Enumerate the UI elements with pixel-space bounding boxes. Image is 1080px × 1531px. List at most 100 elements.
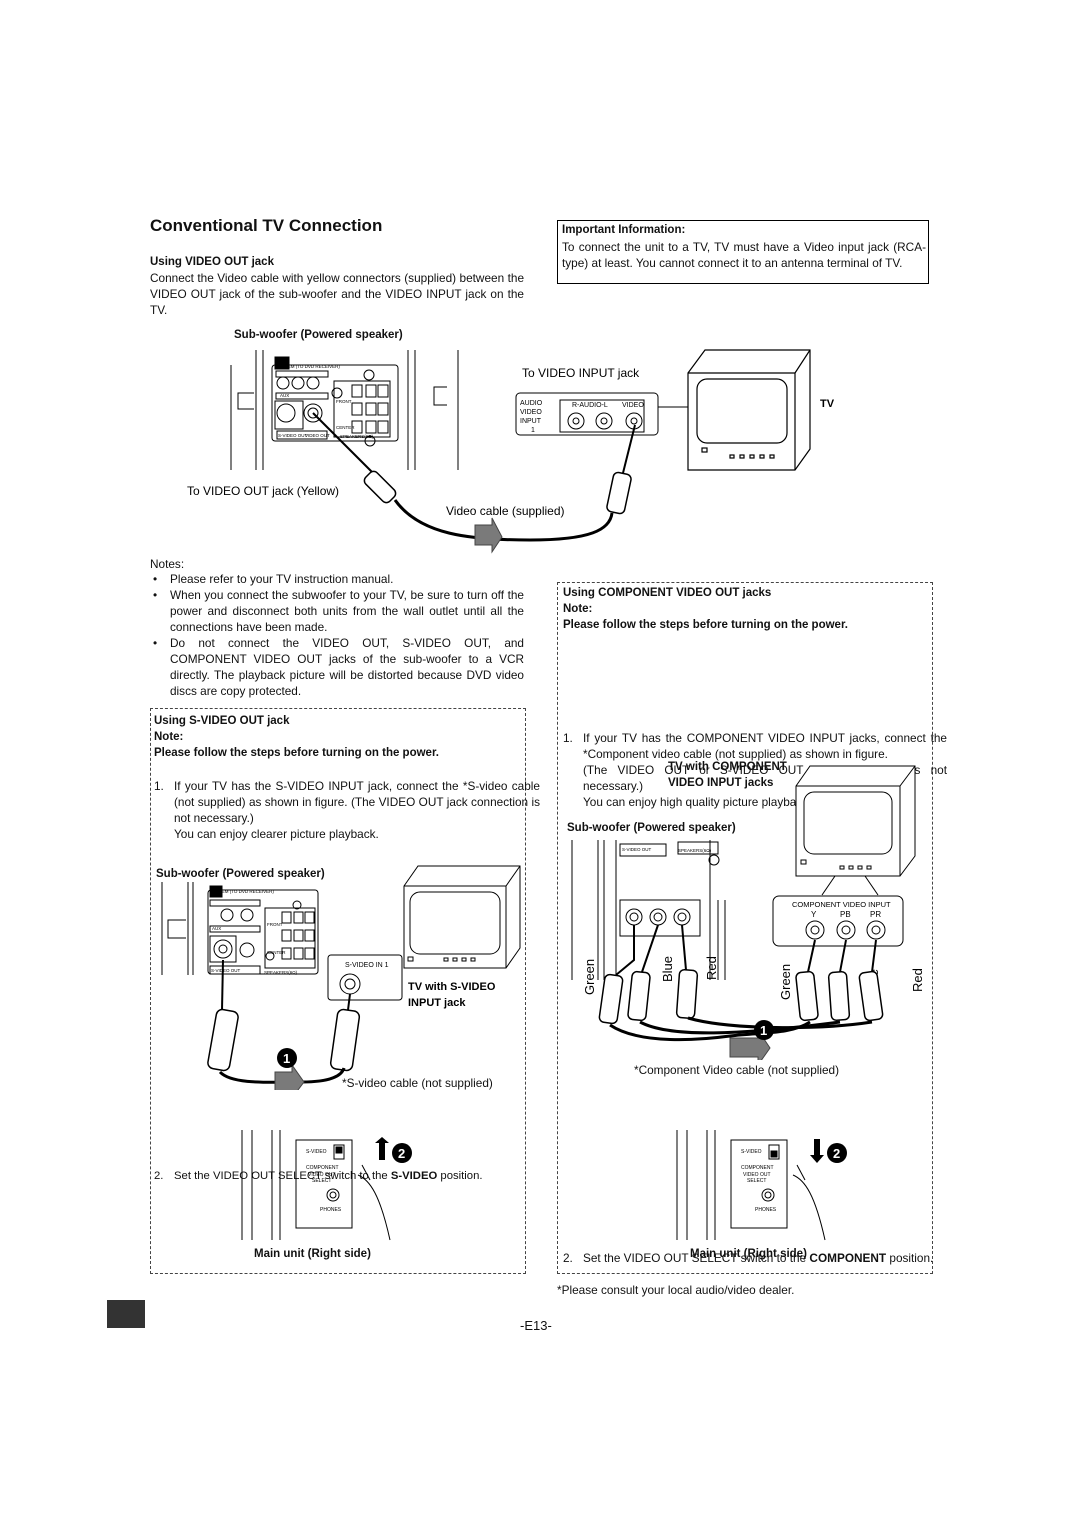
sw-aux-label: AUX (280, 393, 289, 398)
component-subwoofer-label: Sub-woofer (Powered speaker) (567, 822, 736, 834)
svideo-step2: 2. Set the VIDEO OUT SELECT switch to th… (154, 1168, 540, 1184)
comp-sw-speakers: SPEAKERS(6Ω) (678, 848, 712, 853)
svideo-step1-num: 1. (154, 779, 164, 793)
panel-raudio: R-AUDIO-L (572, 402, 608, 409)
component-tv-label-2: VIDEO INPUT jacks (668, 777, 774, 789)
flow-arrow-icon (474, 517, 503, 554)
tv-icon (687, 349, 811, 471)
switch-video-out: VIDEO OUT (308, 1172, 336, 1178)
svideo-tv-label-1: TV with S-VIDEO (408, 981, 496, 993)
component-section (557, 582, 933, 1274)
svideo-sw-speakers: SPEAKERS(6Ω) (264, 970, 298, 975)
important-body: To connect the unit to a TV, TV must hav… (562, 240, 926, 270)
step1-badge-icon (277, 1048, 297, 1068)
footnote: *Please consult your local audio/video d… (557, 1283, 795, 1297)
component-main-unit-diagram: S-VIDEO COMPONENT VIDEO OUT SELECT PHONE… (676, 1130, 847, 1241)
comp-pr-label: PR (870, 910, 881, 919)
important-info-box: Important Information: To connect the un… (557, 220, 929, 284)
comp-switch-phones: PHONES (755, 1207, 777, 1213)
note-item: When you connect the subwoofer to your T… (150, 587, 524, 635)
switch-component: COMPONENT (306, 1165, 339, 1171)
page-number: -E13- (520, 1318, 552, 1333)
component-step2-pre: Set the VIDEO OUT SELECT switch to the (583, 1251, 810, 1265)
comp-switch-svideo: S-VIDEO (741, 1149, 762, 1155)
svideo-sw-center: CENTER (267, 950, 286, 955)
svideo-main-unit-label: Main unit (Right side) (254, 1248, 371, 1260)
svideo-step1-b: You can enjoy clearer picture playback. (174, 827, 379, 841)
to-video-input-label: To VIDEO INPUT jack (522, 366, 640, 380)
svideo-section (150, 708, 526, 1274)
component-step2: 2. Set the VIDEO OUT SELECT switch to th… (563, 1250, 947, 1266)
comp-switch-component: COMPONENT (741, 1165, 774, 1171)
sw-svideo-out-label: S-VIDEO OUT (278, 433, 308, 438)
sw-front-label: FRONT (336, 399, 352, 404)
page-title: Conventional TV Connection (150, 216, 383, 235)
right-green-label: Green (778, 964, 793, 1000)
panel-video: VIDEO (520, 409, 542, 416)
switch-phones: PHONES (320, 1207, 342, 1213)
subwoofer-back-panel (230, 350, 459, 470)
component-main-unit-label: Main unit (Right side) (690, 1248, 807, 1260)
component-note-label: Note: (563, 603, 593, 615)
left-blue-label: Blue (660, 956, 675, 982)
svideo-step2-num: 2. (154, 1170, 164, 1182)
video-cable-label: Video cable (supplied) (446, 504, 565, 518)
comp-pb-label: PB (840, 910, 851, 919)
component-diagram: S-VIDEO OUT SPEAKERS(6Ω) COMPONENT VIDEO… (571, 765, 925, 1060)
svideo-main-unit-diagram: S-VIDEO COMPONENT VIDEO OUT SELECT PHONE… (241, 1130, 412, 1241)
subwoofer-label-top: Sub-woofer (Powered speaker) (234, 329, 403, 341)
notes-list: Please refer to your TV instruction manu… (150, 571, 524, 699)
video-connection-diagram: SYSTEM (TO DVD RECEIVER) AUX FRONT CENTE… (187, 349, 835, 554)
comp-y-label: Y (811, 910, 817, 919)
sw-system-label: SYSTEM (TO DVD RECEIVER) (276, 364, 340, 369)
svideo-sw-system: SYSTEM (TO DVD RECEIVER) (210, 889, 274, 894)
svideo-sw-svideo-out: S-VIDEO OUT (211, 968, 241, 973)
step2-badge-icon (392, 1143, 412, 1163)
video-out-body: Connect the Video cable with yellow conn… (150, 271, 524, 317)
component-note-text: Please follow the steps before turning o… (563, 619, 848, 631)
comp-sw-svideo-out: S-VIDEO OUT (622, 847, 652, 852)
svideo-in-label: S-VIDEO IN 1 (345, 962, 389, 969)
comp-switch-video-out: VIDEO OUT (743, 1172, 771, 1178)
tv-label: TV (820, 398, 835, 410)
component-step2-num: 2. (563, 1251, 573, 1265)
sw-center-label: CENTER (336, 425, 355, 430)
left-green-label: Green (582, 959, 597, 995)
svideo-sw-front: FRONT (267, 922, 283, 927)
left-red-label: Red (704, 956, 719, 980)
to-video-out-label: To VIDEO OUT jack (Yellow) (187, 484, 339, 498)
component-step2-post: position. (886, 1251, 934, 1265)
component-tv-label-1: TV with COMPONENT (668, 761, 787, 773)
video-input-panel (515, 392, 688, 436)
right-red-label: Red (910, 968, 925, 992)
note-item: Do not connect the VIDEO OUT, S-VIDEO OU… (150, 635, 524, 699)
component-badge2: 2 (833, 1146, 840, 1161)
svideo-step2-bold: S-VIDEO (390, 1170, 438, 1182)
down-arrow-icon (810, 1139, 824, 1163)
video-out-heading: Using VIDEO OUT jack (150, 256, 274, 268)
svideo-subwoofer-label: Sub-woofer (Powered speaker) (156, 868, 325, 880)
switch-select: SELECT (312, 1178, 331, 1184)
component-step1-c: You can enjoy high quality picture playb… (583, 795, 812, 809)
component-input-label: COMPONENT VIDEO INPUT (792, 900, 891, 909)
component-step1-num: 1. (563, 731, 573, 745)
page-tab-marker (107, 1300, 145, 1328)
component-cable-label: *Component Video cable (not supplied) (634, 1063, 840, 1077)
panel-audio: AUDIO (520, 400, 543, 407)
svideo-step2-post: position. (437, 1170, 483, 1182)
component-step1-text: If your TV has the COMPONENT VIDEO INPUT… (583, 731, 947, 761)
panel-video2: VIDEO (622, 402, 644, 409)
sw-video-out-label: VIDEO OUT (305, 433, 330, 438)
component-step1: 1. If your TV has the COMPONENT VIDEO IN… (563, 730, 947, 810)
svideo-heading: Using S-VIDEO OUT jack (154, 715, 290, 727)
svideo-note-text: Please follow the steps before turning o… (154, 747, 439, 759)
panel-input: INPUT (520, 418, 542, 425)
sw-speakers-label: SPEAKERS(6Ω) (340, 434, 374, 439)
comp-switch-select: SELECT (747, 1178, 766, 1184)
note-item: Please refer to your TV instruction manu… (150, 571, 524, 587)
up-arrow-icon (375, 1137, 389, 1160)
component-badge1: 1 (760, 1023, 767, 1038)
panel-one: 1 (531, 427, 535, 434)
svideo-tv-label-2: INPUT jack (408, 997, 466, 1009)
svideo-step1: 1. If your TV has the S-VIDEO INPUT jack… (154, 778, 540, 842)
